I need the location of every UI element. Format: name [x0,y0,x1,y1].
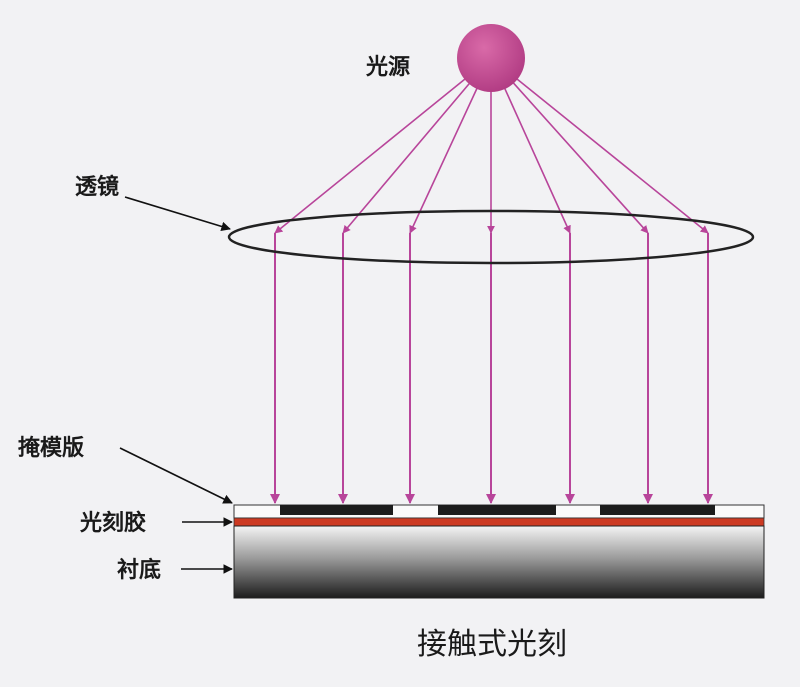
incident-ray [409,86,479,234]
substrate-label: 衬底 [117,557,161,583]
lens-label: 透镜 [75,174,119,200]
lens-pointer [124,196,231,232]
mask-pointer [119,447,233,504]
mask-block [438,505,556,515]
photoresist-layer [233,517,765,527]
incident-ray [511,81,649,234]
incident-ray [342,81,471,234]
light-source-label: 光源 [365,55,410,80]
incident-ray [515,77,709,234]
incident-ray [503,86,571,234]
photoresist-label: 光刻胶 [79,510,146,536]
mask-block [280,505,393,515]
mask-block [600,505,715,515]
incident-ray [274,77,467,234]
incident-rays [274,77,709,234]
light-source-icon [457,24,525,92]
lens-ellipse [227,209,755,265]
substrate-block [233,525,765,599]
parallel-rays [270,233,713,504]
diagram-caption: 接触式光刻 [417,627,567,662]
mask-label: 掩模版 [18,435,84,461]
